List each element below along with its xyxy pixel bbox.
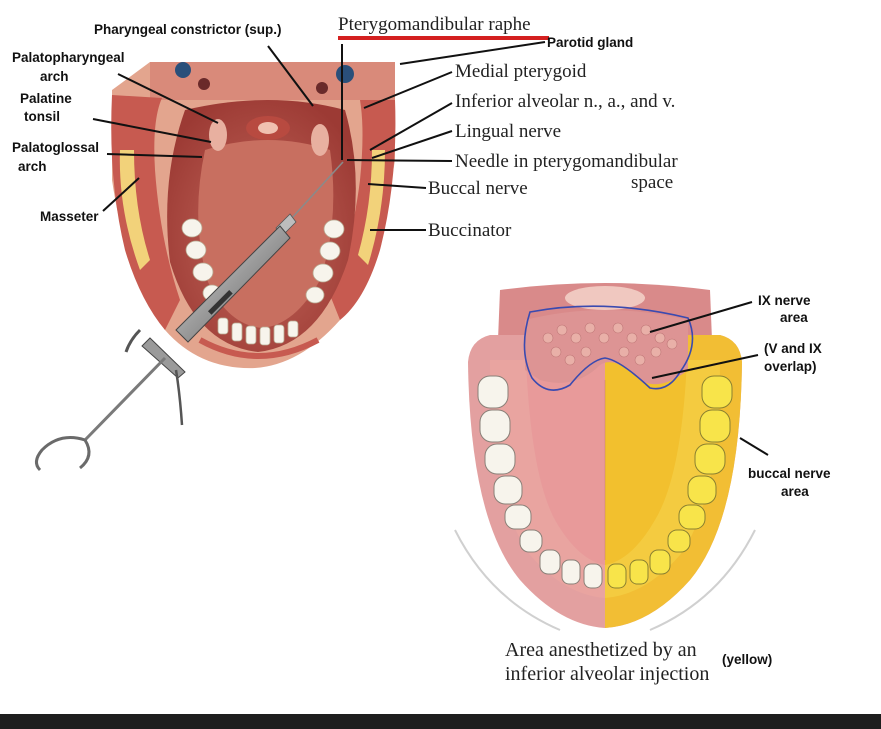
label-buccal-area-line2: area bbox=[781, 484, 809, 499]
label-palatoglossal-line2: arch bbox=[18, 159, 47, 174]
label-buccinator: Buccinator bbox=[428, 220, 512, 241]
label-palatopharyngeal-line2: arch bbox=[40, 69, 69, 84]
oral-cross-section-illustration bbox=[111, 62, 396, 369]
label-palatoglossal-line1: Palatoglossal bbox=[12, 140, 99, 155]
label-ix-nerve-line2: area bbox=[780, 310, 808, 325]
label-palatopharyngeal-line1: Palatopharyngeal bbox=[12, 50, 125, 65]
label-overlap-line2: overlap) bbox=[764, 359, 817, 374]
label-buccal-area-line1: buccal nerve bbox=[748, 466, 831, 481]
label-lingual-nerve: Lingual nerve bbox=[455, 121, 561, 142]
label-parotid-gland: Parotid gland bbox=[547, 35, 633, 50]
label-palatine-tonsil-line1: Palatine bbox=[20, 91, 72, 106]
label-medial-pterygoid: Medial pterygoid bbox=[455, 61, 587, 82]
upper-figure-labels: Pharyngeal constrictor (sup.) Pterygoman… bbox=[12, 14, 678, 241]
label-yellow: (yellow) bbox=[722, 652, 772, 667]
label-buccal-nerve: Buccal nerve bbox=[428, 178, 528, 199]
caption-line2: inferior alveolar injection bbox=[505, 663, 709, 685]
ix-nerve-area-outline bbox=[523, 305, 694, 391]
tongue-anesthesia-illustration bbox=[454, 283, 756, 631]
dental-syringe-illustration bbox=[35, 161, 344, 472]
label-pharyngeal-constrictor: Pharyngeal constrictor (sup.) bbox=[94, 22, 282, 37]
leader-lines-upper bbox=[92, 41, 546, 231]
label-overlap-line1: (V and IX bbox=[764, 341, 822, 356]
lower-figure-labels: IX nerve area (V and IX overlap) buccal … bbox=[505, 293, 831, 685]
label-needle-line1: Needle in pterygomandibular bbox=[455, 151, 678, 172]
leader-lines-lower bbox=[649, 301, 769, 456]
label-needle-line2: space bbox=[631, 172, 673, 193]
label-palatine-tonsil-line2: tonsil bbox=[24, 109, 60, 124]
caption-line1: Area anesthetized by an bbox=[505, 639, 697, 661]
label-pterygomandibular-raphe: Pterygomandibular raphe bbox=[338, 14, 531, 35]
label-masseter: Masseter bbox=[40, 209, 99, 224]
label-inferior-alveolar: Inferior alveolar n., a., and v. bbox=[455, 91, 675, 112]
label-ix-nerve-line1: IX nerve bbox=[758, 293, 811, 308]
bottom-dark-bar bbox=[0, 714, 881, 729]
